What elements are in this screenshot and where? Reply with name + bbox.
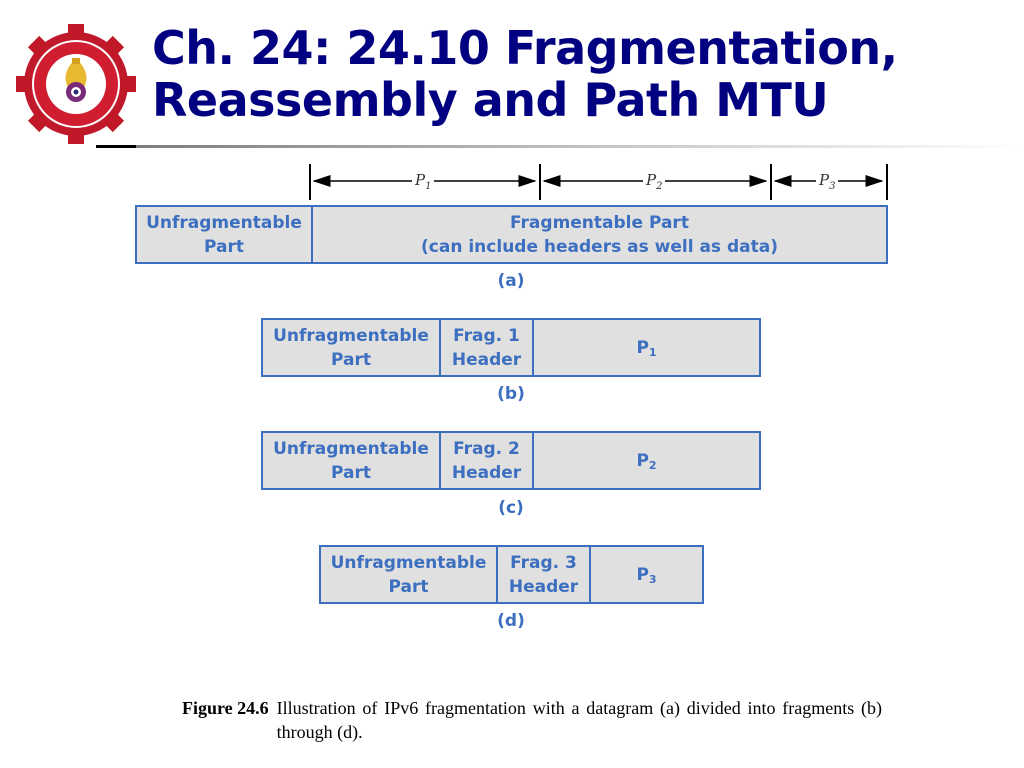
ruler-tick <box>539 164 541 200</box>
unfragmentable-part: Unfragmentable Part <box>330 552 487 597</box>
ruler-tick <box>309 164 311 200</box>
page-title: Ch. 24: 24.10 Fragmentation, Reassembly … <box>152 22 898 126</box>
ruler-tick <box>886 164 888 200</box>
caption-text: Illustration of IPv6 fragmentation with … <box>276 698 882 742</box>
unfragmentable-part: Unfragmentable Part <box>273 438 429 483</box>
unfragmentable-part: Unfragmentable Part <box>146 212 302 257</box>
span-label-p3: P3 <box>816 171 839 196</box>
frag-header: Frag. 1 Header <box>439 320 532 375</box>
frag-header: Frag. 2 Header <box>439 433 532 488</box>
label-d: (d) <box>497 611 525 631</box>
unfragmentable-part: Unfragmentable Part <box>273 325 429 370</box>
span-label-p1: P1 <box>412 171 435 196</box>
caption-label: Figure 24.6 <box>182 698 269 718</box>
university-logo <box>14 22 138 146</box>
label-b: (b) <box>497 384 525 404</box>
span-label-p2: P2 <box>643 171 666 196</box>
gear-seal-icon <box>16 24 136 144</box>
ruler-tick <box>770 164 772 200</box>
title-line-2: Reassembly and Path MTU <box>152 73 829 127</box>
title-rule-dark <box>96 145 136 148</box>
title-rule-gradient <box>136 145 1024 148</box>
figure-caption: Figure 24.6 Illustration of IPv6 fragmen… <box>182 696 882 744</box>
datagram-a: Unfragmentable Part Fragmentable Part (c… <box>135 205 888 264</box>
label-a: (a) <box>497 271 525 291</box>
title-line-1: Ch. 24: 24.10 Fragmentation, <box>152 21 898 75</box>
fragmentable-part: Fragmentable Part (can include headers a… <box>311 207 886 262</box>
label-c: (c) <box>498 498 524 518</box>
frag-header: Frag. 3 Header <box>496 547 589 602</box>
ruler-arrows <box>312 175 884 187</box>
